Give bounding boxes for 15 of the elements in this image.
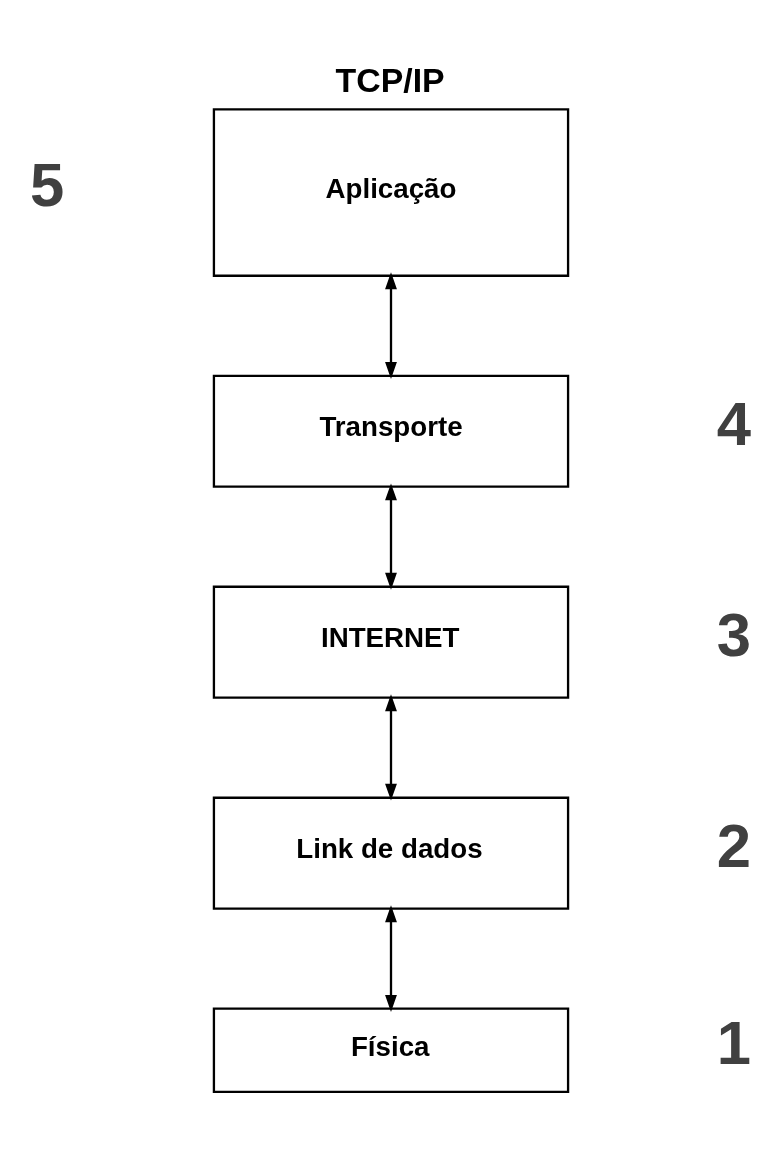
- node-label: 2: [716, 810, 751, 880]
- node-box: Transporte: [212, 374, 570, 488]
- node-label: 5: [29, 149, 65, 219]
- node-box: Aplicação: [212, 107, 570, 277]
- arrow: [385, 904, 397, 1012]
- arrow: [385, 693, 397, 801]
- arrow: [385, 271, 397, 379]
- node-box: Física: [212, 1007, 570, 1093]
- diagram-title: TCP/IP: [335, 60, 445, 99]
- arrow: [385, 482, 397, 590]
- node-box: INTERNET: [212, 585, 570, 699]
- node-label: 4: [716, 388, 751, 458]
- node-box: Link de dados: [212, 796, 570, 910]
- node-label: 3: [716, 599, 751, 669]
- node-label: 1: [716, 1007, 751, 1077]
